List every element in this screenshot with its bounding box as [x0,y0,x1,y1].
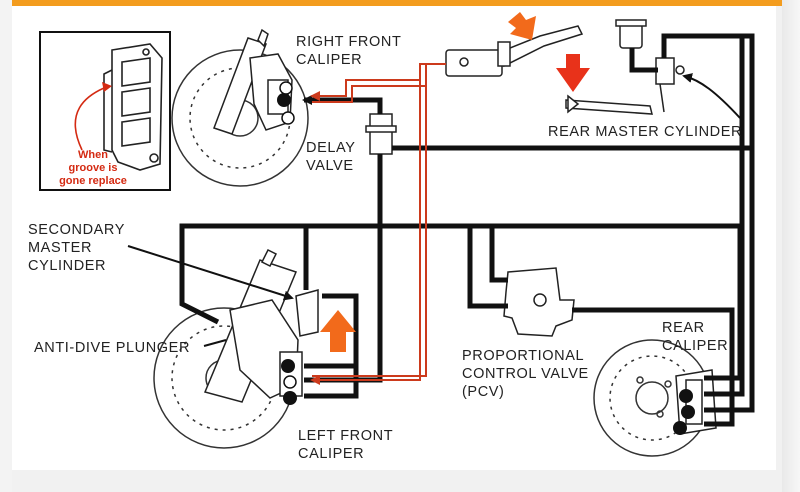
pcv-body [503,267,575,337]
right-front-fork-caliper [213,28,293,135]
pcv-label-3: (PCV) [462,384,504,400]
delay-valve-label-1: DELAY [306,140,355,156]
left-front-fork-caliper [203,248,319,403]
lever-force-arrow [508,12,536,40]
brake-pad-inset: When groove is gone replace [39,31,171,191]
secondary-master-cylinder-label-3: CYLINDER [28,258,106,274]
rf-piston-2 [279,81,293,95]
inset-note-line2: groove is [69,162,118,174]
rear-caliper-label-2: CALIPER [662,338,728,354]
lf-piston-3 [283,391,297,405]
delay-valve-body [365,113,397,155]
lf-piston-2 [283,375,297,389]
inset-note-line1: When [78,149,108,161]
rear-caliper-label-1: REAR [662,320,705,336]
right-front-caliper-label-2: CALIPER [296,52,362,68]
inset-pointer-head [102,82,112,92]
label-pointers [127,73,741,347]
secondary-master-cylinder-label-2: MASTER [28,240,92,256]
rf-piston-3 [281,111,295,125]
rear-piston-3 [673,421,687,435]
pcv-label-1: PROPORTIONAL [462,348,584,364]
inset-pointer [74,87,105,151]
pcv-label-2: CONTROL VALVE [462,366,589,382]
window-scrollbar-track[interactable] [782,0,800,492]
pedal-force-arrow [556,54,590,92]
left-front-caliper-label-1: LEFT FRONT [298,428,393,444]
delay-valve-label-2: VALVE [306,158,354,174]
rear-master-cylinder-unit [565,19,685,115]
brake-pad-icon [103,43,163,171]
front-brake-lever [445,25,584,77]
caliper-pistons [277,81,695,435]
rear-piston-2 [681,405,695,419]
delay-brake-line [310,63,446,385]
window-top-accent [0,0,800,6]
rear-master-cylinder-label: REAR MASTER CYLINDER [548,124,742,140]
anti-dive-force-arrow [320,310,356,352]
anti-dive-plunger-label: ANTI-DIVE PLUNGER [34,340,190,356]
left-front-caliper-label-2: CALIPER [298,446,364,462]
secondary-master-cylinder-label-1: SECONDARY [28,222,125,238]
window-left-edge [0,0,12,492]
inset-note-line3: gone replace [59,175,127,187]
rear-piston-1 [679,389,693,403]
force-arrows [320,12,590,352]
lf-piston-1 [281,359,295,373]
rf-piston-1 [277,93,291,107]
right-front-caliper-label-1: RIGHT FRONT [296,34,401,50]
